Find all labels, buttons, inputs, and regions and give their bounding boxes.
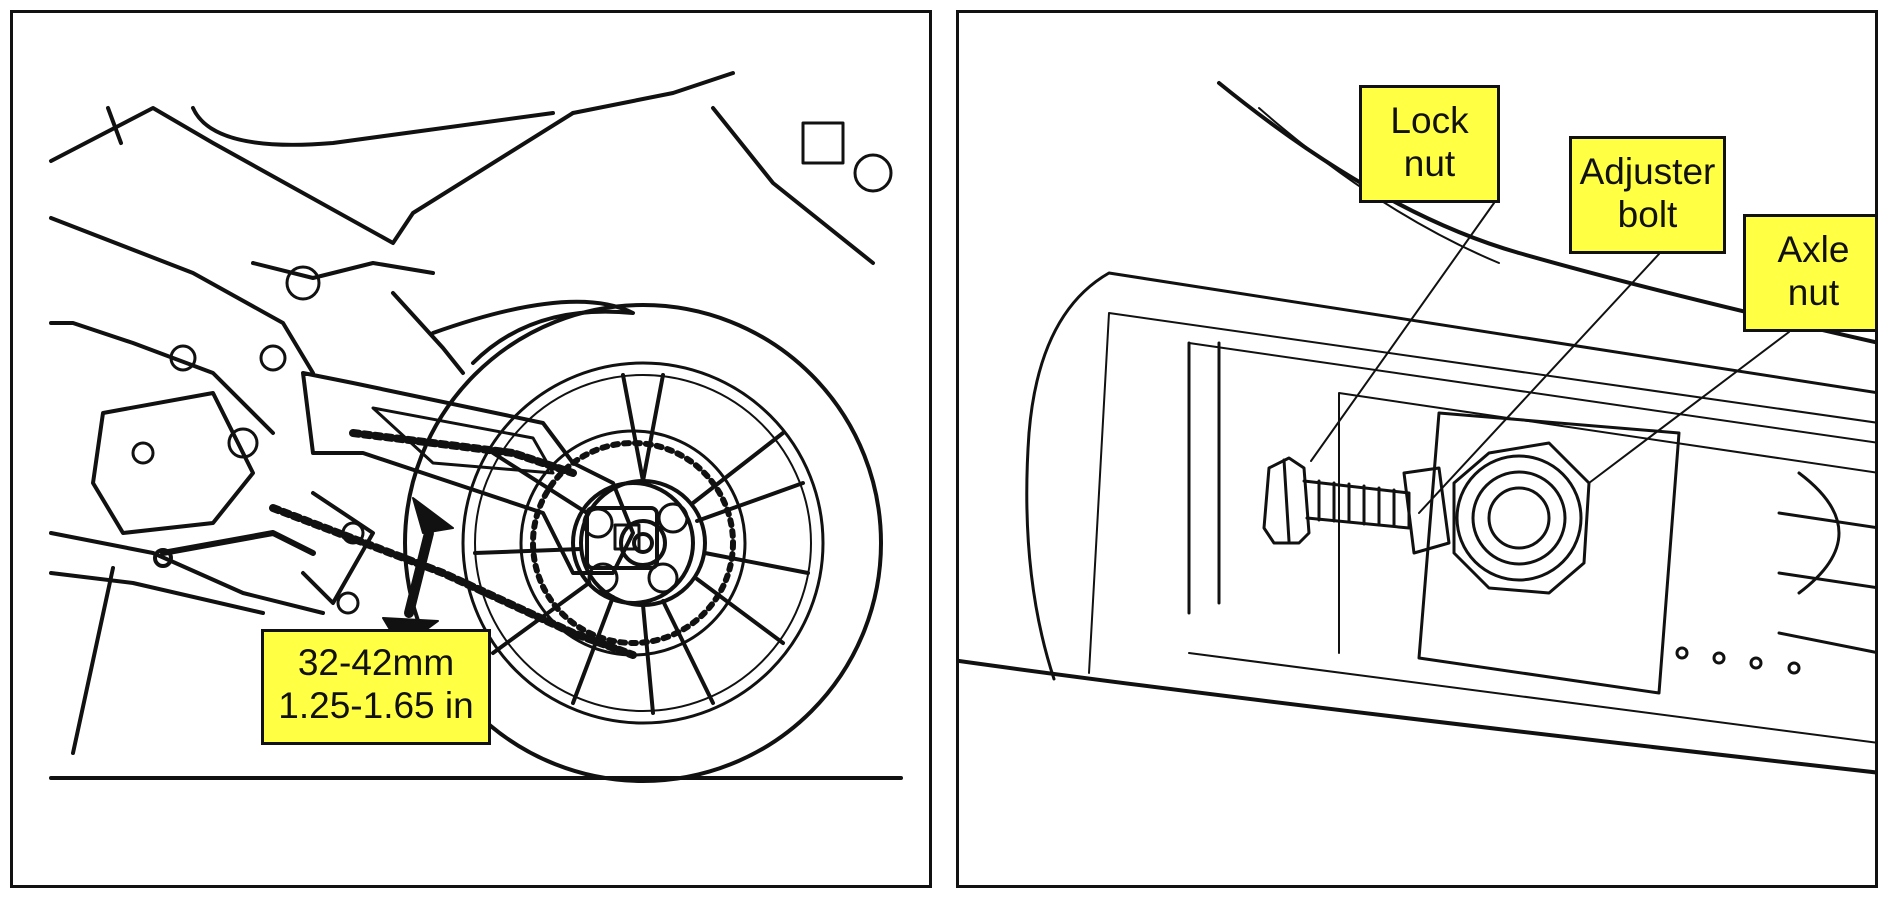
adjuster-bolt-callout: Adjuster bolt [1569,136,1726,254]
chain-slack-imperial: 1.25-1.65 in [278,684,474,726]
axle-block [585,506,659,570]
chain-slack-diagram: 32-42mm 1.25-1.65 in [10,10,932,888]
swingarm [301,371,635,575]
leader-lines [1310,202,1790,514]
rear-wheel [403,303,883,783]
lock-nut [1262,456,1311,545]
rear-sprocket [519,429,747,657]
adjuster-bolt [1302,466,1451,555]
axle-nut-label-line2: nut [1787,271,1840,313]
chain-slack-metric: 32-42mm [297,642,455,683]
lock-nut-label-line2: nut [1403,142,1456,184]
chain-slack-callout: 32-42mm 1.25-1.65 in [261,629,491,745]
frame [49,71,893,755]
axle-nut-label-line1: Axle [1777,229,1850,270]
axle-nut [1452,441,1591,595]
adjuster-plate [1417,411,1681,695]
axle-nut-callout: Axle nut [1743,214,1875,332]
motorcycle-rear-illustration [49,71,903,783]
adjuster-bolt-label-line1: Adjuster [1579,151,1716,192]
adjuster-bolt-label-line2: bolt [1617,193,1678,235]
lock-nut-callout: Lock nut [1359,85,1500,203]
chain-adjuster-diagram: Lock nut Adjuster bolt Axle nut [956,10,1878,888]
lock-nut-label-line1: Lock [1390,100,1469,141]
